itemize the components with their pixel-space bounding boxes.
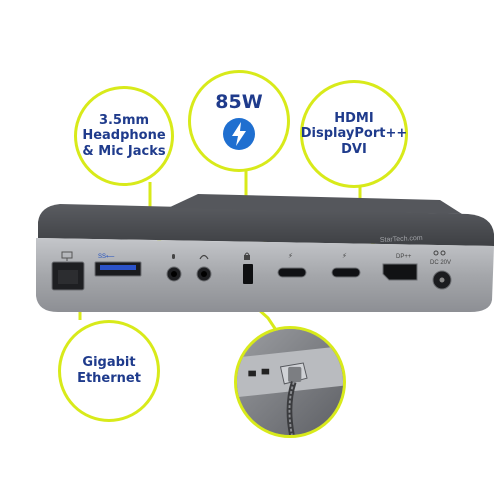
microphone-icon xyxy=(172,254,175,259)
lock-cable-closeup xyxy=(237,329,343,435)
callout-video: HDMI DisplayPort++ DVI xyxy=(300,80,408,188)
dc-power-icon xyxy=(433,250,446,256)
callout-lock-closeup xyxy=(234,326,346,438)
callout-headphone-text: 3.5mm Headphone & Mic Jacks xyxy=(82,112,166,159)
lock-slot[interactable] xyxy=(243,264,253,284)
lock-icon xyxy=(244,252,250,260)
docking-station: StarTech.com SS⟵ ⚡ ⚡ xyxy=(36,194,494,312)
usb-c-icon: ⚡ xyxy=(342,252,347,260)
dc-label: DC 20V xyxy=(430,260,451,266)
callout-power-text: 85W xyxy=(215,90,263,113)
callout-headphone: 3.5mm Headphone & Mic Jacks xyxy=(74,86,174,186)
usb-c-port-1[interactable] xyxy=(277,267,307,278)
callout-video-text: HDMI DisplayPort++ DVI xyxy=(300,110,408,157)
device-front-face xyxy=(36,238,494,312)
device-raised-top xyxy=(168,194,462,214)
device-top-surface xyxy=(38,204,494,246)
callout-power: 85W xyxy=(188,70,290,172)
callout-ethernet-text: Gigabit Ethernet xyxy=(77,355,141,386)
usb-c-icon: ⚡ xyxy=(288,252,293,260)
displayport-port[interactable] xyxy=(382,263,418,281)
usb-label: SS⟵ xyxy=(98,254,115,260)
network-icon xyxy=(61,251,73,261)
headphone-icon xyxy=(199,254,209,260)
callout-ethernet: Gigabit Ethernet xyxy=(58,320,160,422)
usb-c-port-2[interactable] xyxy=(331,267,361,278)
dp-label: DP++ xyxy=(396,254,412,260)
thunderbolt-icon xyxy=(223,118,255,151)
brand-text: StarTech.com xyxy=(380,235,423,244)
